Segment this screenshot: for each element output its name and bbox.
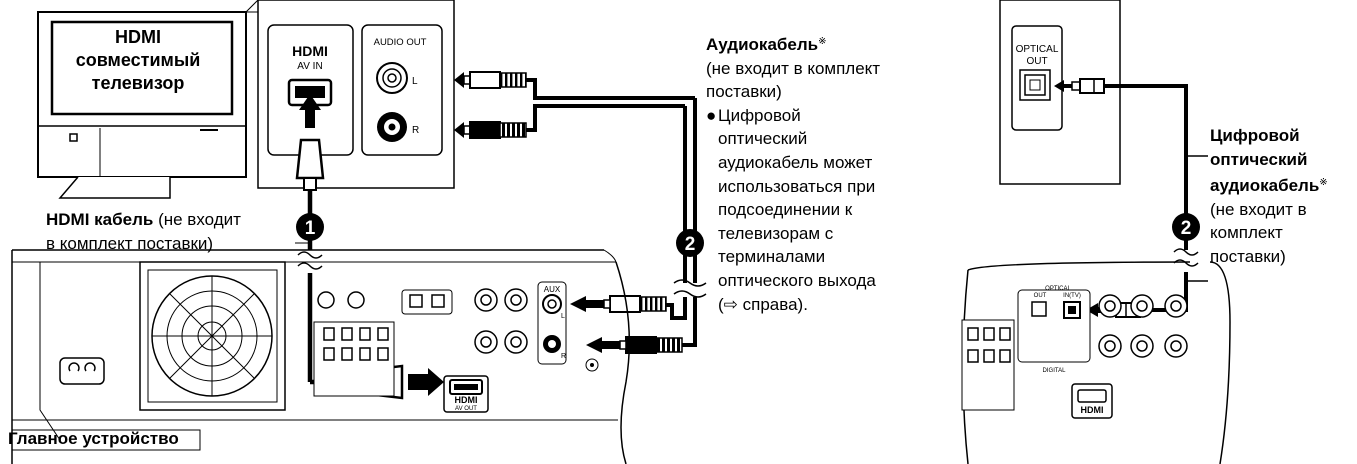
svg-text:1: 1 [305,218,316,239]
tv-illustration [37,11,247,199]
step-marker-2-right: 2 [1172,213,1200,241]
audio-cable-line-2: поставки) [706,82,782,102]
bullet-line-6: телевизорам с [718,223,834,243]
bullet-line-7: терминалами [718,247,826,267]
optical-device-panel: OPTICAL OUT [999,0,1121,185]
tv-label-line-3: телевизор [91,73,185,93]
optical-cable-title-2: оптический [1210,149,1308,169]
svg-text:L: L [561,313,565,320]
hdmi-cable-title: HDMI кабель [46,210,154,229]
right-optical-label: OPTICAL [1045,286,1071,292]
svg-text:IN(TV): IN(TV) [1063,293,1081,299]
tv-terminal-panel: HDMI AV IN AUDIO OUT L R [244,0,455,189]
arrow-left-icon [1086,303,1108,317]
optical-cable-asterisk: ※ [1319,177,1328,189]
main-hdmi-logo: HDMI [455,395,478,405]
svg-text:2: 2 [685,234,696,255]
optical-out-label-2: OUT [1026,56,1047,67]
audio-cable-asterisk: ※ [818,36,827,47]
tv-audio-out-label: AUDIO OUT [374,37,427,48]
tv-power-icon [69,133,78,142]
bullet-line-4: использоваться при [718,176,876,196]
bullet-line-2: оптический [718,129,808,149]
tv-right-label: R [412,125,419,136]
main-unit-label: Главное устройство [8,429,179,448]
optical-cable-note-1: (не входит в [1210,199,1307,219]
svg-text:R: R [561,353,566,360]
arrow-left-icon [570,296,604,312]
arrow-left-icon [454,72,464,88]
svg-text:2: 2 [1181,218,1192,239]
right-unit-rear: OPTICAL OUT IN(TV) DIGITAL HDMI [961,261,1231,464]
tv-label-line-1: HDMI [115,27,161,47]
arrow-up-icon [299,94,321,128]
bullet-icon: ● [706,105,717,125]
svg-text:OUT: OUT [1034,293,1047,299]
main-av-out-label: AV OUT [455,406,477,412]
arrow-right-icon [408,368,444,396]
audio-cable-line-1: (не входит в комплект [706,58,881,78]
arrow-left-icon [454,122,464,138]
aux-label: AUX [544,285,561,294]
hdmi-cable-label: HDMI кабель (не входит [46,208,241,232]
step-marker-2-left: 2 [676,229,704,257]
optical-out-label-1: OPTICAL [1016,44,1059,55]
hdmi-cable-note-1: (не входит [153,210,241,229]
optical-cable-title-3: аудиокабель [1210,176,1320,196]
hdmi-cable-note-2: в комплект поставки) [46,234,214,253]
audio-cable-title: Аудиокабель [706,35,819,54]
audio-cable [454,71,707,354]
optical-cable-note-3: поставки) [1210,246,1286,266]
bullet-line-5: подсоединении к [718,200,853,220]
arrow-left-icon [1054,80,1072,92]
bullet-line-9: (⇨ справа). [718,294,808,314]
tv-label: HDMI совместимый телевизор [58,26,218,95]
tv-screen [50,20,234,116]
optical-cable-note: Цифровой оптический аудиокабель※ (не вхо… [1210,124,1328,269]
main-unit-rear: AUX L R HDMI AV OUT [11,249,631,464]
tv-left-label: L [412,76,418,87]
tv-label-line-2: совместимый [75,50,201,70]
tv-av-in-label: AV IN [297,61,322,72]
right-hdmi-logo: HDMI [1081,405,1104,415]
optical-cable-title-1: Цифровой [1210,126,1300,145]
ac-inlet [59,357,105,385]
tv-stand [58,176,171,199]
bullet-line-1: Цифровой [718,105,801,125]
bullet-line-3: аудиокабель может [718,152,873,172]
arrow-left-icon [586,337,620,353]
svg-text:DIGITAL: DIGITAL [1043,368,1067,374]
optical-cable-note-2: комплект [1210,223,1283,243]
tv-hdmi-logo: HDMI [292,43,328,59]
audio-cable-note: Аудиокабель※ (не входит в комплект поста… [706,30,880,316]
bullet-line-8: оптического выхода [718,270,876,290]
step-marker-1: 1 [296,213,324,241]
